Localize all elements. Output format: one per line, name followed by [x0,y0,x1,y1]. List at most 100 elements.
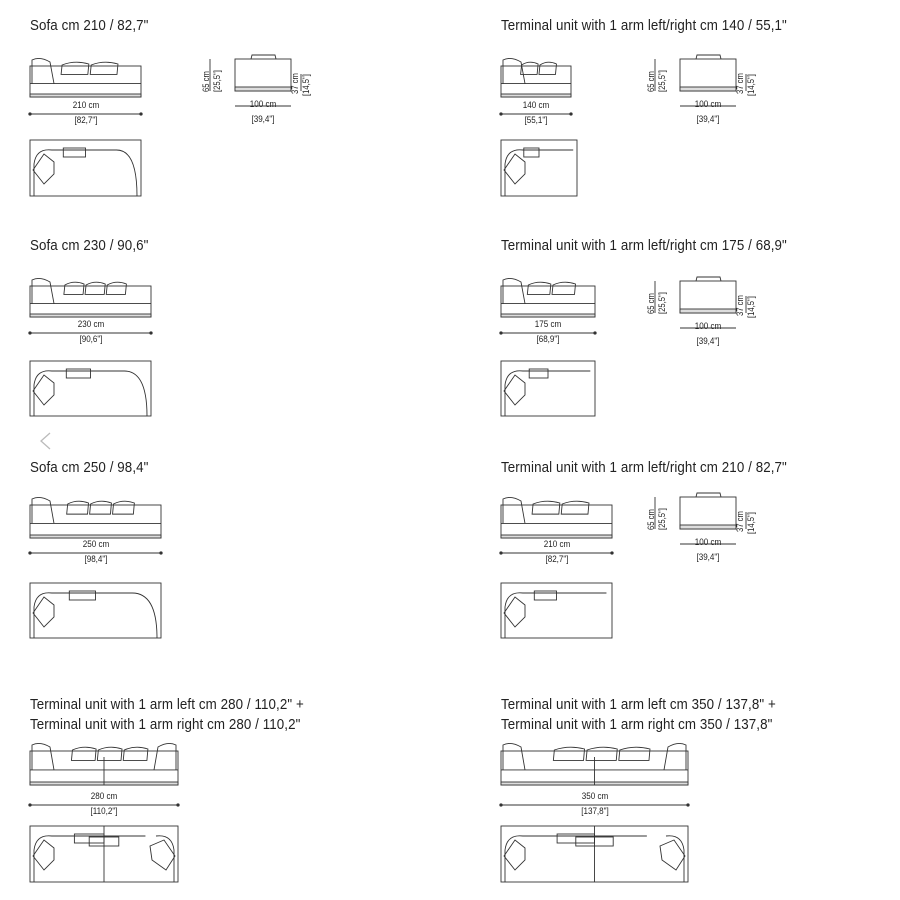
section-title: Terminal unit with 1 arm left/right cm 1… [501,238,787,254]
plan-back-cushion [528,368,549,379]
back-cushion [89,61,119,75]
base-strip [29,93,142,98]
section-title: Sofa cm 230 / 90,6" [30,238,149,254]
plan-back-cushion [533,590,557,601]
plan-backrest [504,149,574,196]
dimension-tick [569,112,573,116]
width-inch-label: [82,7"] [544,554,569,565]
seat-cm-label: 37 cm [735,295,745,316]
dimension-tick [28,803,32,807]
back-cushion [538,61,557,75]
section-title: Terminal unit with 1 arm right cm 350 / … [501,717,773,733]
front-view-body [29,285,152,318]
plan-backrest [504,835,647,882]
width-cm-label: 280 cm [90,791,118,802]
section-title: Sofa cm 210 / 82,7" [30,18,149,34]
width-inch-label: [82,7"] [73,115,98,126]
plan-back-cushion [68,590,96,601]
plan-view-outline [500,360,596,417]
back-cushion [112,500,135,515]
back-cushion [520,61,539,75]
width-inch-label: [55,1"] [524,115,548,126]
plan-view-outline [29,360,152,417]
front-view-body [500,504,613,539]
side-view-body [679,280,737,314]
plan-arm-cushion [503,374,526,406]
back-cushion [89,500,112,515]
depth-cm-label: 100 cm [694,321,722,332]
back-cushion [105,281,127,295]
back-cushion [618,746,651,761]
base-strip [679,86,737,92]
plan-backrest [504,370,591,416]
front-view-body [500,65,572,98]
width-inch-label: [90,6"] [78,334,103,345]
dimension-tick [499,112,503,116]
plan-arm-cushion [32,596,55,628]
dimension-tick [686,803,690,807]
base-strip [234,86,292,92]
plan-arm-cushion [503,839,526,871]
section-title: Terminal unit with 1 arm right cm 280 / … [30,717,301,733]
plan-view-outline [500,582,613,639]
plan-arm-cushion [659,839,686,871]
previous-arrow[interactable] [38,430,54,452]
base-strip [500,93,572,98]
height-cm-label: 65 cm [646,293,656,314]
dimension-tick [28,331,32,335]
back-cushion [60,61,90,75]
seat-cm-label: 37 cm [735,511,745,532]
back-cushion [552,746,586,761]
back-cushion [84,281,106,295]
width-cm-label: 250 cm [82,539,109,550]
section-title: Terminal unit with 1 arm left/right cm 1… [501,18,787,34]
width-inch-label: [68,9"] [536,334,560,345]
arm-cushion [502,496,526,524]
dimension-tick [28,112,32,116]
side-view-body [234,58,292,92]
arm-cushion [502,57,526,84]
depth-cm-label: 100 cm [694,537,722,548]
plan-backrest [33,592,158,639]
depth-inch-label: [39,4"] [696,114,720,125]
base-strip [500,534,613,539]
back-cushion [70,746,97,761]
width-inch-label: [137,8"] [580,806,609,817]
arm-cushion [31,742,55,770]
side-cushion [695,492,722,498]
plan-back-cushion [523,147,540,158]
arm-cushion [31,496,55,524]
side-cushion [695,54,722,60]
section-title: Terminal unit with 1 arm left cm 280 / 1… [30,697,304,713]
plan-backrest [665,835,685,882]
arm-cushion [31,277,55,304]
depth-cm-label: 100 cm [249,99,277,110]
back-cushion [526,281,552,295]
depth-cm-label: 100 cm [694,99,722,110]
dimension-tick [139,112,143,116]
width-cm-label: 230 cm [77,319,104,330]
back-cushion [585,746,618,761]
back-cushion [96,746,123,761]
front-view-body [29,504,162,539]
plan-arm-cushion [32,374,55,406]
base-strip [29,534,162,539]
side-cushion [695,276,722,282]
plan-arm-cushion [32,839,55,871]
back-cushion [560,500,590,515]
dimension-tick [149,331,153,335]
base-strip [679,524,737,530]
width-inch-label: [110,2"] [90,806,118,817]
width-cm-label: 210 cm [543,539,570,550]
plan-arm-cushion [32,153,55,185]
width-cm-label: 210 cm [72,100,99,111]
plan-backrest [155,835,175,882]
chevron-left-icon [40,432,51,450]
height-inch-label: [25,5"] [212,70,222,92]
base-strip [679,308,737,314]
seat-inch-label: [14,5"] [746,74,756,96]
section-title: Sofa cm 250 / 98,4" [30,460,149,476]
back-cushion [66,500,89,515]
dimension-tick [499,803,503,807]
seat-inch-label: [14,5"] [301,74,311,96]
